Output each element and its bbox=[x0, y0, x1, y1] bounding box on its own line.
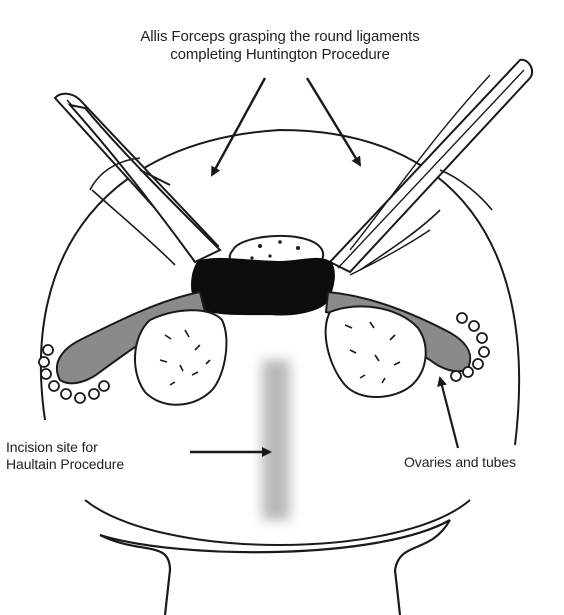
arrow-left bbox=[212, 78, 265, 175]
uterus-body bbox=[192, 259, 334, 315]
cervix-top bbox=[100, 520, 450, 552]
forceps-caption: Allis Forceps grasping the round ligamen… bbox=[40, 28, 520, 63]
ovaries-caption: Ovaries and tubes bbox=[404, 454, 544, 471]
incision-caption-line1: Incision site for bbox=[6, 439, 206, 456]
arrow-right bbox=[307, 78, 360, 165]
incision-caption: Incision site for Haultain Procedure bbox=[6, 439, 206, 472]
left-forceps bbox=[55, 94, 220, 265]
cervix-outline-right bbox=[395, 520, 450, 615]
right-forceps bbox=[330, 60, 532, 275]
incision-band bbox=[262, 360, 290, 520]
forceps-caption-line1: Allis Forceps grasping the round ligamen… bbox=[40, 28, 520, 46]
forceps-caption-line2: completing Huntington Procedure bbox=[40, 46, 520, 64]
incision-caption-line2: Haultain Procedure bbox=[6, 456, 206, 473]
arrow-ovaries bbox=[440, 378, 458, 448]
left-ovary bbox=[135, 310, 226, 405]
